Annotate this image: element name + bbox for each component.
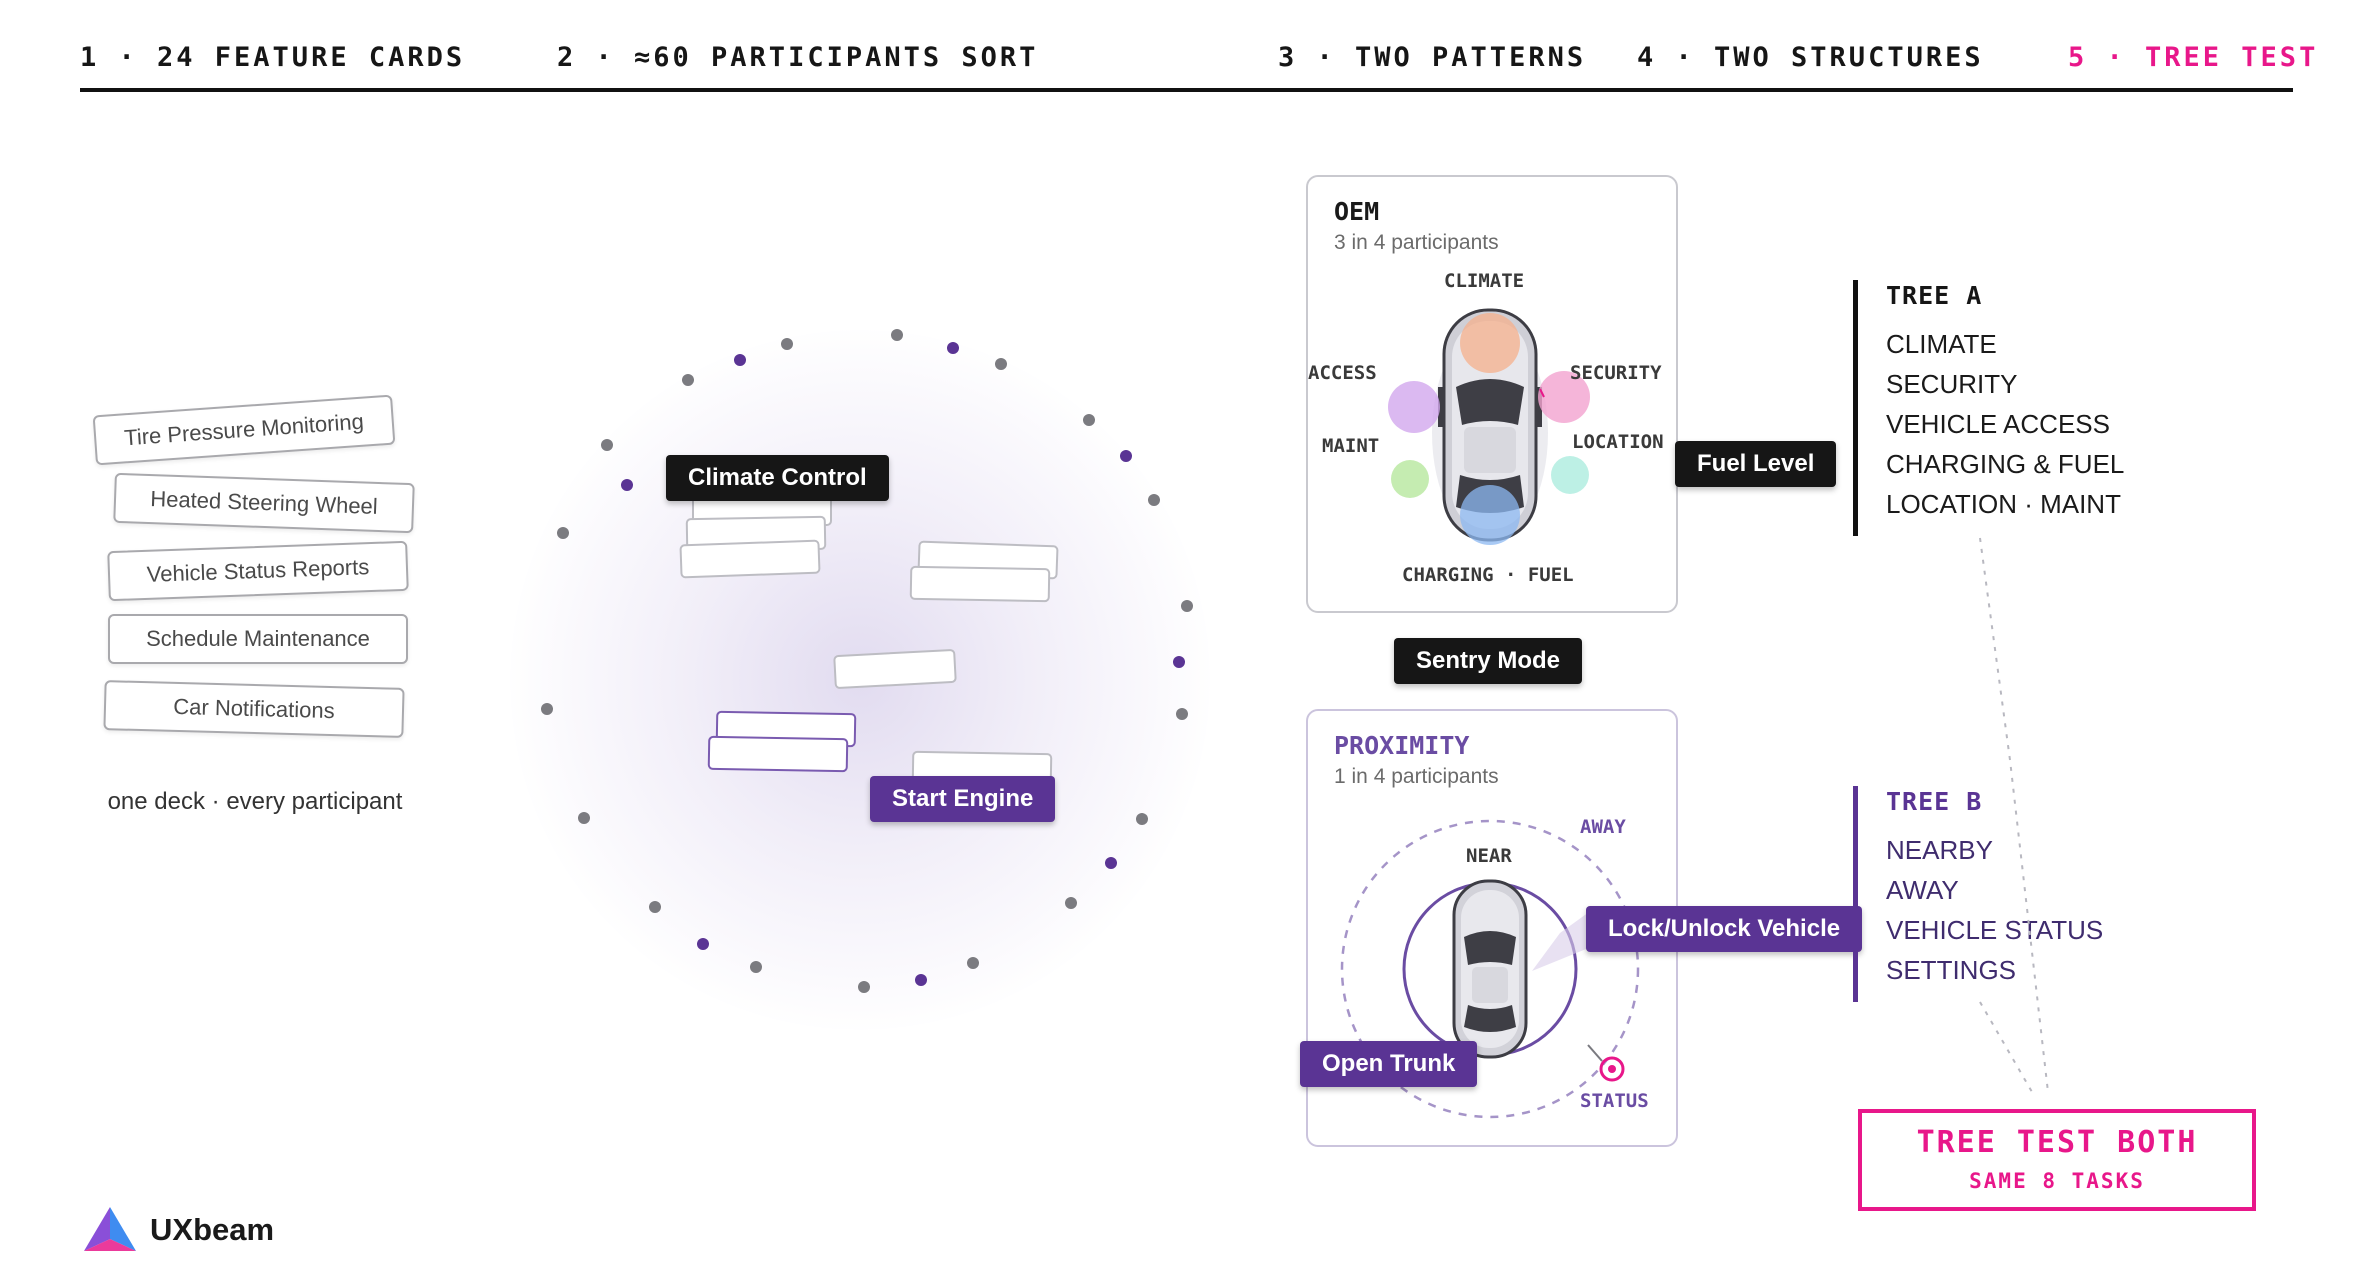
oem-title: OEM bbox=[1334, 197, 1380, 226]
proximity-zone-status: STATUS bbox=[1580, 1090, 1649, 1112]
fuel-level-tag: Fuel Level bbox=[1675, 441, 1837, 487]
tree-a-bar bbox=[1853, 280, 1858, 536]
proximity-title: PROXIMITY bbox=[1334, 731, 1470, 760]
tree-b-title: TREE B bbox=[1886, 787, 1983, 816]
uxbeam-logo-icon bbox=[84, 1207, 136, 1251]
tree-b-item: NEARBY bbox=[1886, 835, 1993, 865]
proximity-car-diagram bbox=[1340, 819, 1640, 1119]
oem-zone-maint: MAINT bbox=[1322, 435, 1380, 457]
oem-subtitle: 3 in 4 participants bbox=[1334, 231, 1499, 254]
brand-name: UXbeam bbox=[150, 1212, 275, 1247]
step-2-label: 2 · ≈60 PARTICIPANTS SORT bbox=[557, 42, 1039, 73]
tree-test-title: TREE TEST BOTH bbox=[1916, 1125, 2198, 1160]
step-1-label: 1 · 24 FEATURE CARDS bbox=[80, 42, 466, 73]
open-trunk-tag: Open Trunk bbox=[1300, 1041, 1478, 1087]
oem-zone-charging-fuel: CHARGING · FUEL bbox=[1402, 564, 1574, 586]
proximity-zone-near: NEAR bbox=[1466, 845, 1512, 867]
tree-a-title: TREE A bbox=[1886, 281, 1983, 310]
tree-b-bar bbox=[1853, 786, 1858, 1002]
tree-a-item: VEHICLE ACCESS bbox=[1886, 409, 2110, 439]
proximity-subtitle: 1 in 4 participants bbox=[1334, 765, 1499, 788]
sentry-mode-tag: Sentry Mode bbox=[1394, 638, 1583, 684]
proximity-zone-away: AWAY bbox=[1580, 816, 1626, 838]
step-4-label: 4 · TWO STRUCTURES bbox=[1637, 42, 1984, 73]
tree-b-item: VEHICLE STATUS bbox=[1886, 915, 2104, 945]
oem-zone-location: LOCATION bbox=[1572, 431, 1664, 453]
tree-a-item: CHARGING & FUEL bbox=[1886, 449, 2125, 479]
oem-zone-climate: CLIMATE bbox=[1444, 270, 1525, 292]
tree-test-box: TREE TEST BOTH SAME 8 TASKS bbox=[1858, 1109, 2256, 1211]
header-rule bbox=[80, 88, 2293, 92]
tree-test-subtitle: SAME 8 TASKS bbox=[1969, 1169, 2145, 1193]
step-3-label: 3 · TWO PATTERNS bbox=[1278, 42, 1587, 73]
oem-zone-access: ACCESS bbox=[1308, 362, 1377, 384]
tree-b-item: AWAY bbox=[1886, 875, 1959, 905]
tree-a-item: SECURITY bbox=[1886, 369, 2018, 399]
tree-b-item: SETTINGS bbox=[1886, 955, 2017, 985]
tree-a-item: LOCATION · MAINT bbox=[1886, 489, 2121, 519]
step-5-label: 5 · TREE TEST bbox=[2068, 42, 2319, 73]
tree-a-item: CLIMATE bbox=[1886, 329, 1997, 359]
oem-car-diagram bbox=[1388, 308, 1590, 545]
start-engine-tag: Start Engine bbox=[870, 776, 1056, 822]
deck-caption: one deck · every participant bbox=[107, 788, 403, 815]
lock-unlock-vehicle-tag: Lock/Unlock Vehicle bbox=[1586, 906, 1863, 952]
feature-card: Schedule Maintenance bbox=[108, 614, 408, 664]
oem-zone-security: SECURITY bbox=[1570, 362, 1662, 384]
climate-control-tag: Climate Control bbox=[666, 455, 889, 501]
